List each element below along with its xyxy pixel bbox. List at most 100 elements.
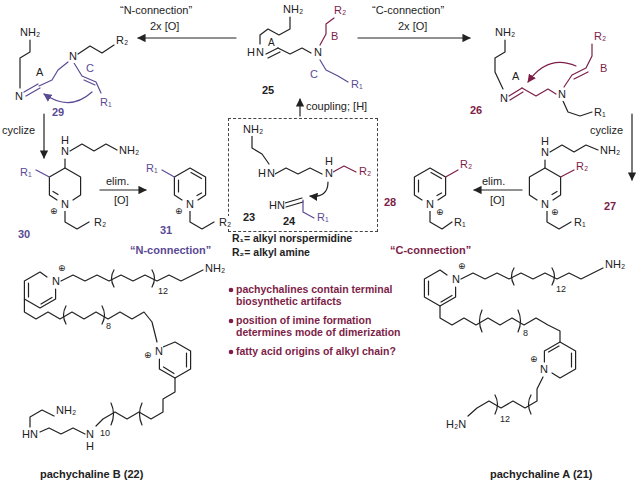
structure-label: ⊕ [58,263,66,273]
structure-label: R₂= alkyl amine [232,246,310,258]
structure-label: R₁ [574,216,586,229]
structure-label: R₂ [594,30,606,43]
structure-line [112,270,155,287]
structure-label: C [86,62,94,75]
structure-label: N [52,275,60,288]
structure-label: R₁ [594,106,606,119]
structure-label: N [86,428,94,441]
structure-line [440,306,560,342]
structures-23-24 [252,136,356,218]
structure-label: 30 [18,228,30,241]
structure-26 [495,40,592,116]
structure-label: 12 [500,414,510,424]
structure-line [522,88,556,96]
structure-label: R₁ [146,162,158,175]
structure-line [285,198,303,207]
structure-line [20,17,632,434]
pachychaline-a-structure [424,268,603,416]
structure-line [528,62,576,82]
dashed-box: NH₂HNHNR₂HNR₁2324 [228,118,378,232]
structure-line [333,166,356,172]
structure-line [424,270,455,306]
structure-label: ⊕ [144,350,152,360]
structure-line [65,211,89,229]
bullet-note: fatty acid origins of alkyl chain? [236,345,418,357]
structure-label: N [540,363,548,376]
structure-line [49,168,80,200]
structure-line [550,145,598,152]
structure-line [162,170,174,177]
structure-label: R₁= alkyl norspermidine [232,232,352,244]
structure-label: 2x [O] [150,20,179,33]
structure-line [111,403,142,425]
structure-line [179,173,202,196]
structure-line [74,63,101,93]
structure-label: 12 [158,286,168,296]
bullet-dots [229,288,234,355]
structure-label: “C-connection” [390,244,471,257]
structure-label: NH₂ [119,144,139,157]
structure-line [164,353,187,374]
structure-label: “N-connection” [130,244,211,257]
structure-label: 31 [160,224,172,237]
structure-line [299,99,300,116]
structure-line [229,350,234,355]
reaction-arrows [44,38,632,190]
structure-label: NH₂ [56,404,76,417]
structure-line [512,268,555,285]
structure-label: N [314,46,322,59]
structure-line [96,378,175,426]
structure-line [44,92,92,103]
structure-line [446,170,458,177]
structure-line [429,281,453,302]
structure-line [544,342,575,378]
structure-label: N [500,92,508,105]
structure-line [229,319,234,324]
structure-line [78,45,114,54]
structure-label: elim. [106,175,129,188]
structure-line [310,182,328,196]
structure-line [30,410,54,427]
structure-label: N [541,146,549,159]
structure-line [174,168,205,200]
structure-label: N [61,145,69,158]
structure-line [24,272,55,308]
structure-line [461,268,603,279]
structure-label: ⊕ [436,207,444,217]
structure-label: [O] [490,194,505,207]
structure-label: NH₂ [495,26,515,39]
structure-line [544,160,545,168]
structure-label: A [36,66,43,79]
structure-line [229,288,234,293]
structure-label: N [267,167,275,180]
structure-label: “C-connection” [372,4,444,17]
structure-label: R₂ [460,158,472,171]
structure-line [303,200,314,218]
structure-label: 29 [52,106,64,119]
structure-27 [529,145,598,229]
structure-label: H [258,167,266,180]
structure-label: pachychaline B (22) [40,468,143,481]
structure-31 [162,168,214,229]
structure-label: R₁ [351,78,363,91]
structure-label: R₁ [100,96,112,109]
structure-label: cyclize [590,124,623,137]
structure-label: ⊕ [458,261,466,271]
structure-label: pachychaline A (21) [490,468,593,481]
structure-line [474,189,522,190]
structure-label: R₂ [334,4,346,17]
structure-line [275,168,322,174]
structure-line [495,40,505,89]
structure-label: 2x [O] [398,20,427,33]
structure-label: B [331,30,338,43]
structure-label: NH₂ [243,123,263,136]
structure-label: NH₂ [205,262,225,275]
structure-label: 28 [384,196,396,209]
structure-29 [20,40,114,103]
structure-line [64,306,105,324]
structure-line [53,192,58,195]
structure-line [100,189,146,190]
structure-line [549,346,572,367]
structure-label: N [426,198,434,211]
